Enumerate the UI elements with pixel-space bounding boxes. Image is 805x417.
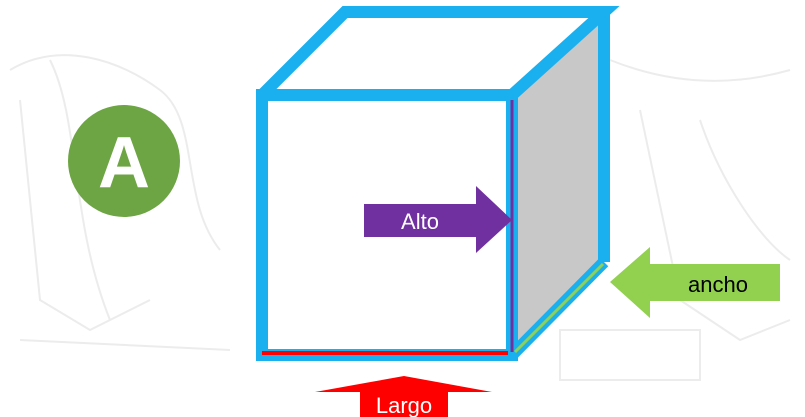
alto-label: Alto	[401, 209, 439, 234]
largo-arrow-shape	[315, 376, 492, 417]
badge-circle	[68, 105, 180, 217]
cube-side-face	[512, 12, 604, 355]
cube	[256, 6, 620, 361]
ancho-label: ancho	[688, 272, 748, 297]
cube-top-face	[262, 12, 604, 95]
badge-letter: A	[98, 123, 150, 203]
cube-top-outline	[257, 6, 620, 100]
ancho-arrow-shape	[610, 247, 780, 318]
alto-arrow-shape	[364, 186, 512, 253]
badge-a: A	[68, 105, 180, 217]
alto-arrow: Alto	[364, 186, 512, 253]
ancho-arrow: ancho	[610, 247, 780, 318]
largo-arrow: Largo	[315, 376, 492, 417]
ancho-edge	[513, 262, 605, 354]
largo-label: Largo	[376, 393, 432, 417]
